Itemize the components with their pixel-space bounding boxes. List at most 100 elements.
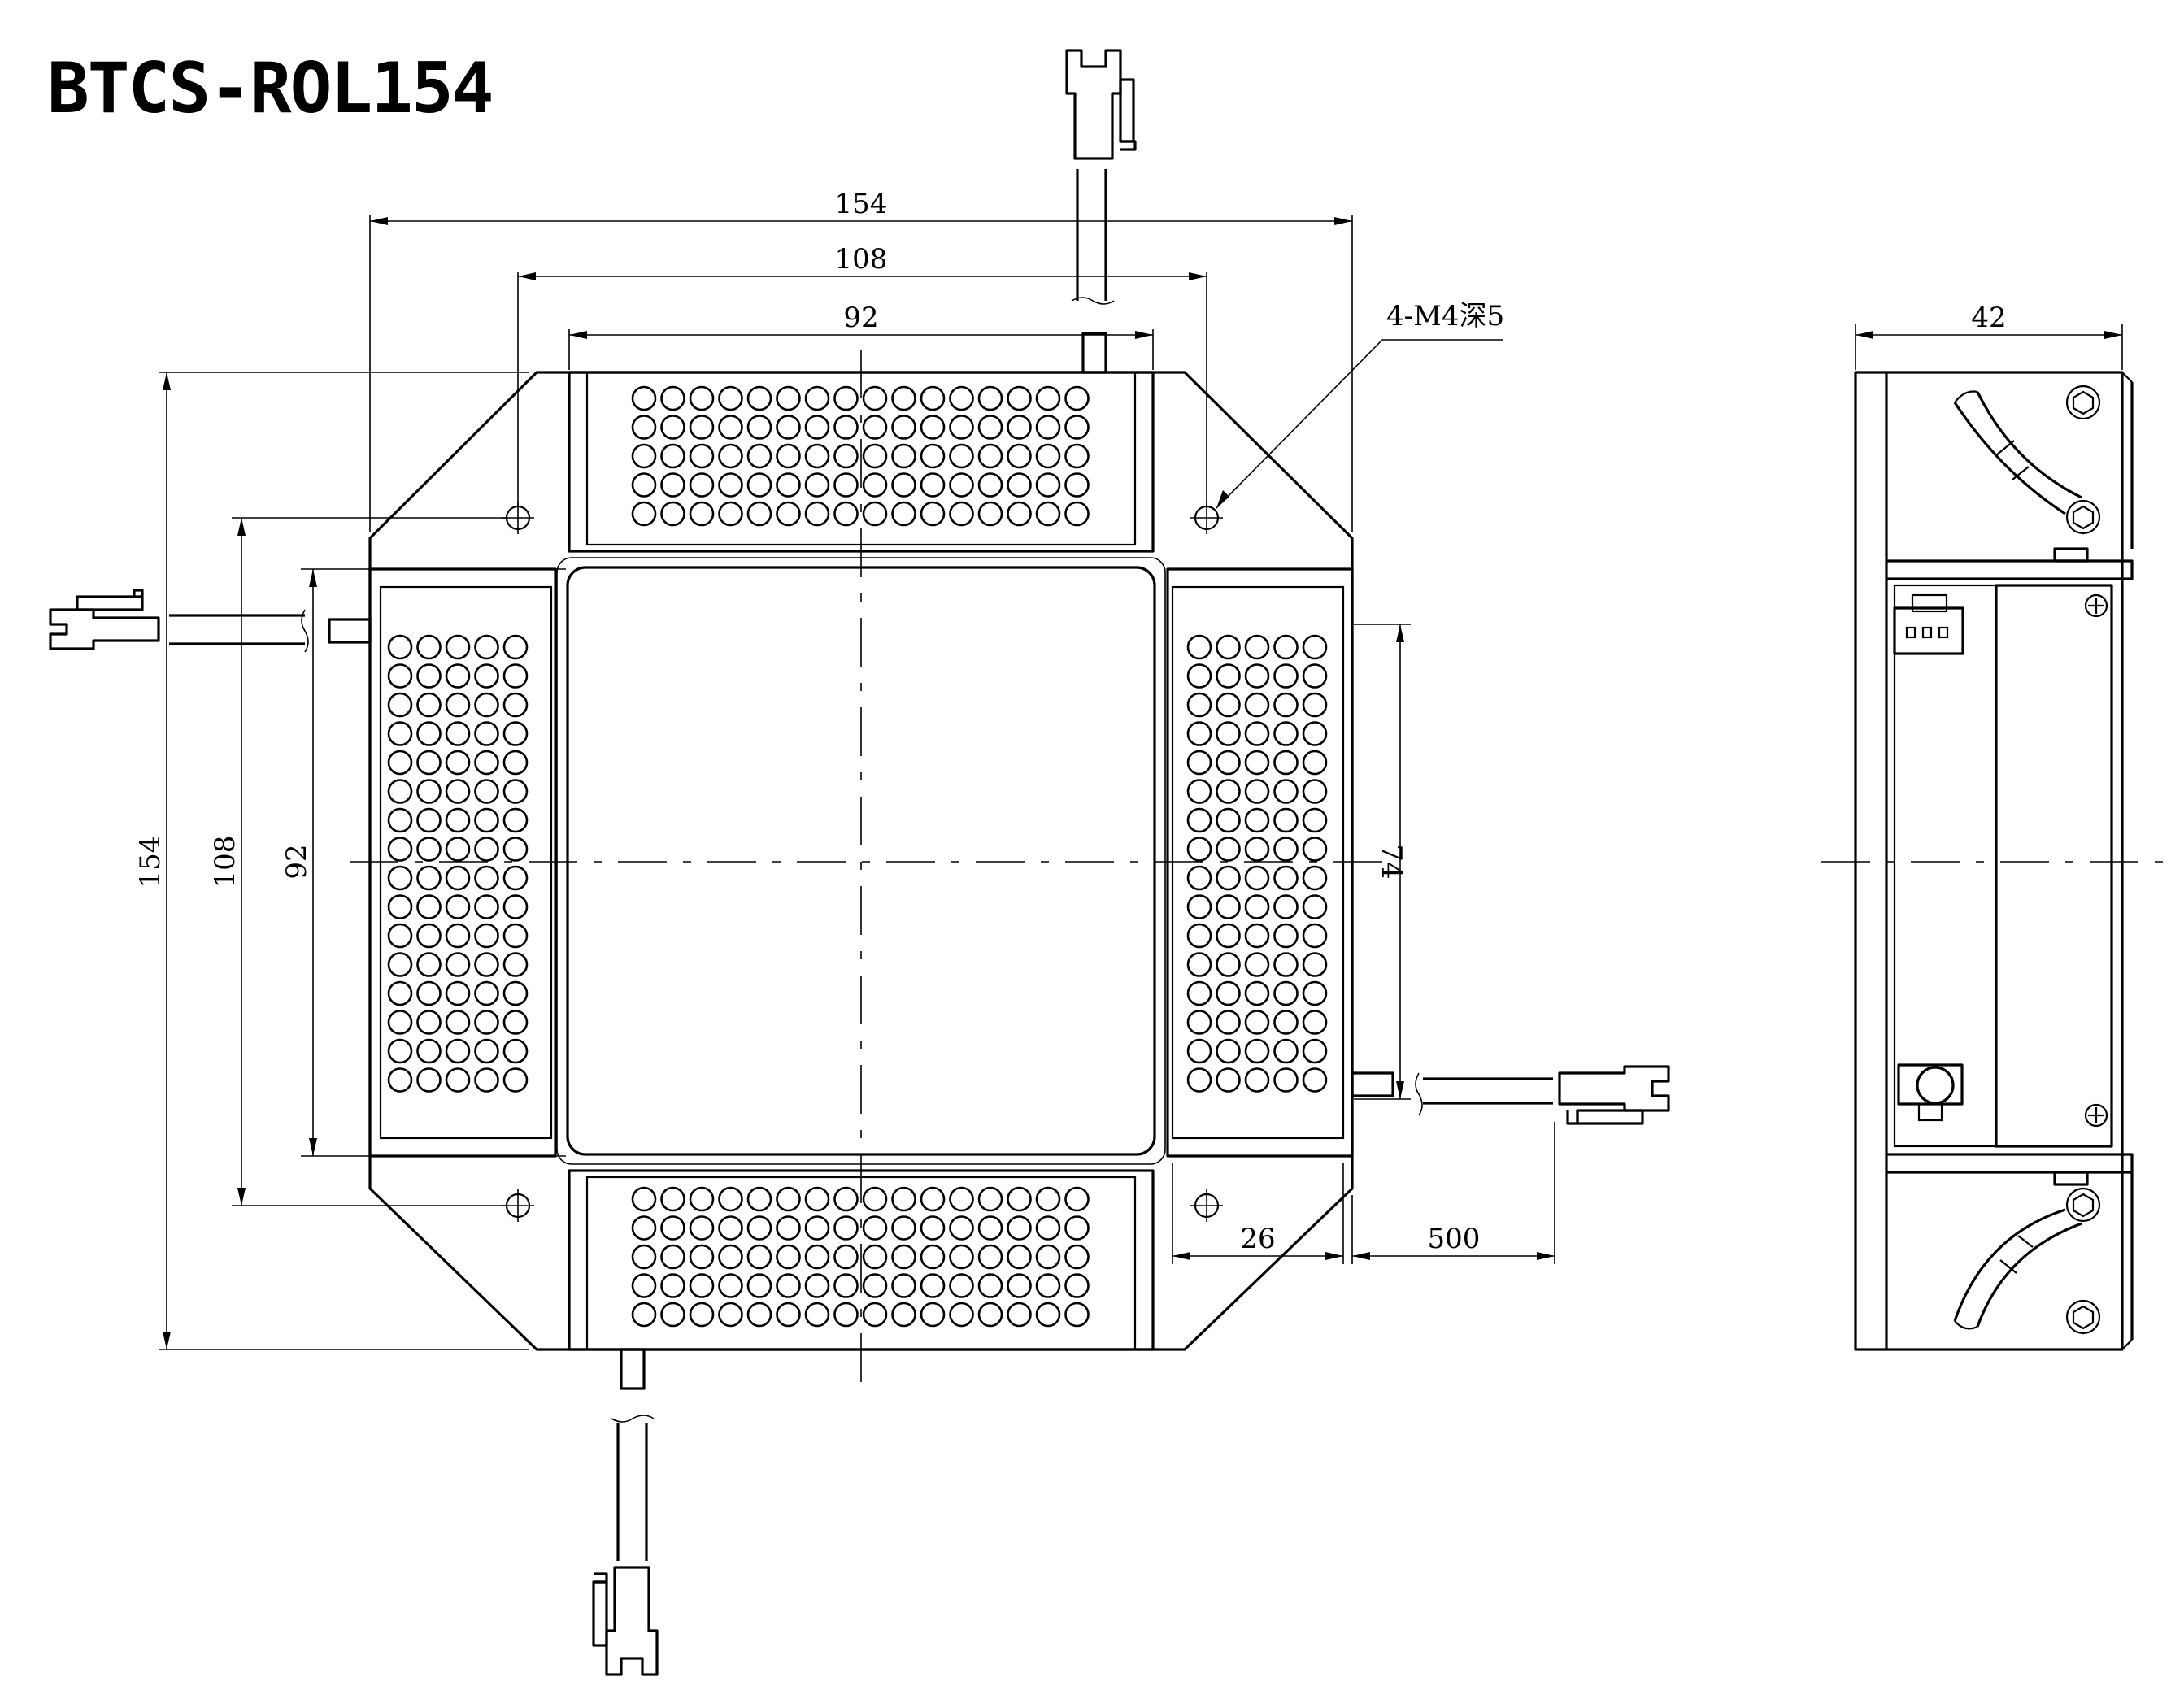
led	[1007, 472, 1032, 498]
led	[474, 837, 499, 862]
led	[1186, 1010, 1212, 1035]
led	[660, 443, 685, 469]
led	[1035, 1273, 1061, 1298]
dim-top-108: 108	[835, 243, 888, 276]
led	[891, 501, 916, 527]
led	[920, 501, 946, 527]
led	[804, 501, 830, 527]
led	[1064, 501, 1090, 527]
led	[1216, 1038, 1241, 1064]
led	[1186, 952, 1212, 977]
led	[718, 1244, 743, 1270]
led	[920, 1302, 946, 1328]
led	[387, 837, 413, 862]
led	[833, 443, 859, 469]
led	[804, 1273, 830, 1298]
led	[474, 1010, 499, 1035]
led	[833, 1186, 859, 1212]
led	[718, 472, 743, 498]
led	[1007, 1273, 1032, 1298]
led	[718, 1186, 743, 1212]
led	[416, 865, 442, 891]
dim-top-154: 154	[835, 188, 888, 220]
led	[387, 980, 413, 1006]
led	[891, 1302, 916, 1328]
side-lens	[1995, 584, 2113, 1148]
led	[1273, 663, 1299, 689]
led	[833, 501, 859, 527]
led	[1273, 692, 1299, 718]
led	[387, 894, 413, 919]
led	[1273, 721, 1299, 746]
led	[445, 779, 471, 804]
led	[862, 1215, 888, 1241]
led	[474, 663, 499, 689]
led	[977, 1244, 1003, 1270]
led	[445, 807, 471, 833]
led	[1216, 1067, 1241, 1093]
led	[445, 721, 471, 746]
led	[445, 923, 471, 949]
led	[1216, 779, 1241, 804]
led	[502, 837, 529, 862]
led	[502, 721, 529, 746]
led	[1302, 663, 1328, 689]
led	[416, 692, 442, 718]
led	[660, 1186, 685, 1212]
led	[776, 1302, 801, 1328]
led	[891, 1186, 916, 1212]
led	[502, 952, 529, 977]
led	[660, 385, 685, 411]
led	[445, 952, 471, 977]
led	[776, 501, 801, 527]
led	[920, 385, 946, 411]
light-panel-right	[1166, 567, 1354, 1158]
led	[833, 472, 859, 498]
led	[1273, 750, 1299, 776]
led	[689, 1273, 715, 1298]
led	[1273, 952, 1299, 977]
led	[1244, 692, 1270, 718]
led	[689, 1215, 715, 1241]
led	[1216, 807, 1241, 833]
led	[977, 1273, 1003, 1298]
led	[718, 1273, 743, 1298]
led	[416, 980, 442, 1006]
led	[1216, 865, 1241, 891]
led	[1216, 980, 1241, 1006]
led	[776, 1186, 801, 1212]
led	[1302, 1010, 1328, 1035]
led	[387, 750, 413, 776]
led	[1064, 472, 1090, 498]
led	[631, 501, 657, 527]
led	[920, 415, 946, 440]
led	[977, 443, 1003, 469]
led	[689, 472, 715, 498]
led	[891, 385, 916, 411]
led	[833, 1273, 859, 1298]
led	[502, 1067, 529, 1093]
led	[776, 385, 801, 411]
led	[1244, 837, 1270, 862]
led	[746, 385, 772, 411]
led	[949, 1244, 974, 1270]
led	[474, 980, 499, 1006]
dim-left-154: 154	[134, 836, 167, 889]
led	[474, 721, 499, 746]
led	[1007, 1215, 1032, 1241]
led	[1064, 1244, 1090, 1270]
led	[1216, 692, 1241, 718]
led	[1302, 779, 1328, 804]
led	[416, 750, 442, 776]
led	[502, 663, 529, 689]
led	[1244, 865, 1270, 891]
led	[718, 501, 743, 527]
led	[1186, 692, 1212, 718]
led	[1273, 837, 1299, 862]
led	[416, 1038, 442, 1064]
led	[1244, 634, 1270, 660]
led	[746, 501, 772, 527]
led	[1273, 1038, 1299, 1064]
led	[1216, 750, 1241, 776]
led	[746, 443, 772, 469]
